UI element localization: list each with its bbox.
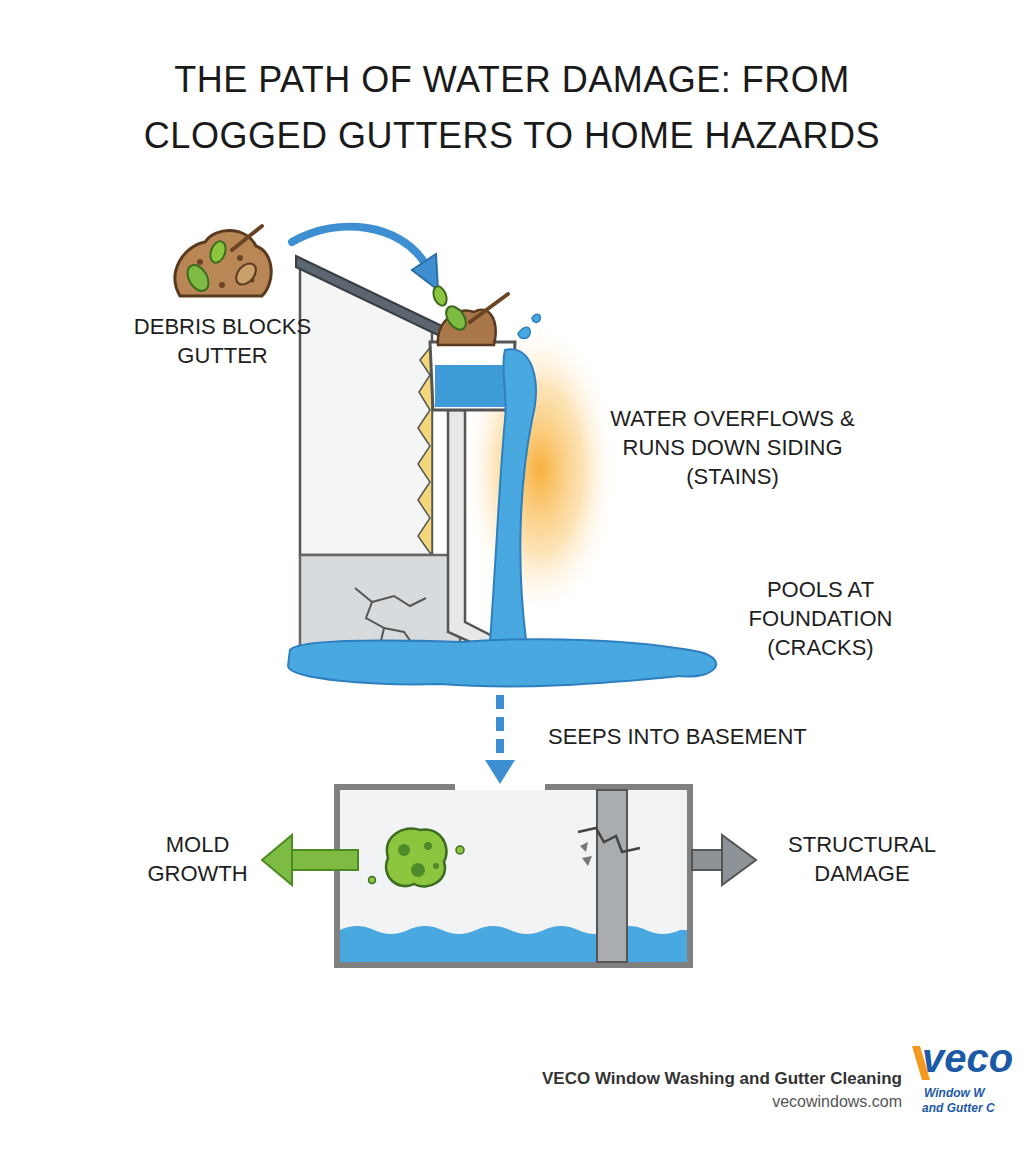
step-label: SEEPS INTO BASEMENT — [548, 722, 878, 751]
step-label: DEBRIS BLOCKS GUTTER — [100, 312, 345, 370]
mold — [369, 828, 465, 886]
house-wall — [296, 256, 446, 555]
logo-text: Window W — [924, 1086, 1022, 1100]
foundation — [300, 555, 460, 650]
basement — [337, 787, 690, 965]
gutter — [430, 285, 515, 410]
overflow-water — [490, 314, 540, 642]
effect-label: STRUCTURAL DAMAGE — [762, 830, 962, 888]
website: vecowindows.com — [600, 1091, 902, 1112]
title: THE PATH OF WATER DAMAGE: FROM CLOGGED G… — [40, 52, 984, 164]
puddle — [288, 639, 716, 686]
damage-arrow — [692, 835, 756, 885]
debris-icon — [175, 226, 271, 296]
step-label: POOLS AT FOUNDATION (CRACKS) — [728, 575, 913, 662]
seep-arrow — [485, 695, 515, 784]
effect-label: MOLD GROWTH — [140, 830, 255, 888]
company-name: VECO Window Washing and Gutter Cleaning — [380, 1068, 902, 1090]
step-label: WATER OVERFLOWS & RUNS DOWN SIDING (STAI… — [580, 404, 885, 491]
logo-text: veco — [922, 1036, 1022, 1080]
mold-arrow — [262, 835, 358, 885]
logo-text: and Gutter C — [922, 1101, 1022, 1115]
